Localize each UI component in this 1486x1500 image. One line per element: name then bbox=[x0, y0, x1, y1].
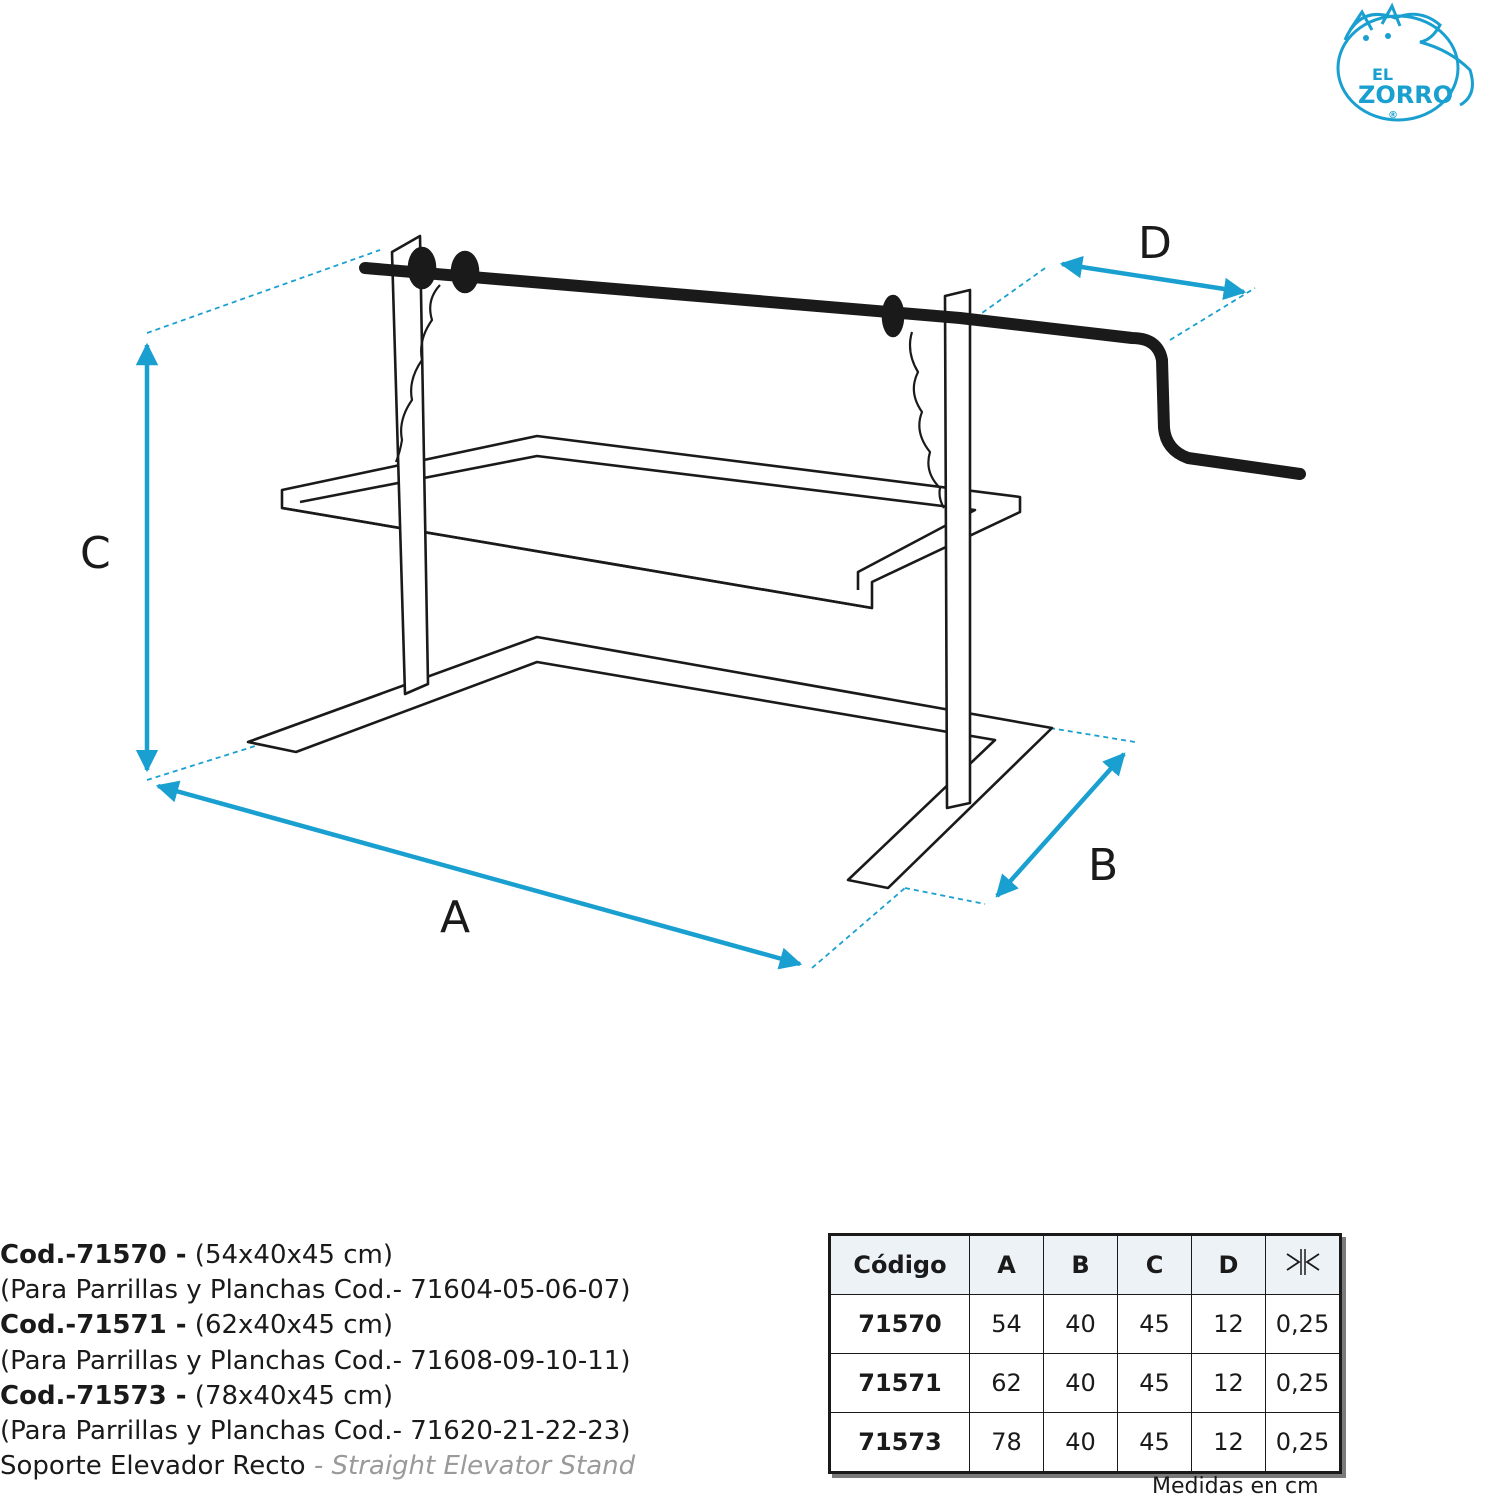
cell-a: 78 bbox=[969, 1412, 1044, 1473]
tray bbox=[280, 434, 1022, 610]
product-name-en: - Straight Elevator Stand bbox=[305, 1451, 636, 1482]
cell-thickness: 0,25 bbox=[1265, 1294, 1341, 1354]
cell-thickness: 0,25 bbox=[1265, 1353, 1341, 1413]
cell-a: 62 bbox=[969, 1353, 1044, 1413]
cell-a: 54 bbox=[969, 1294, 1044, 1354]
header-codigo: Código bbox=[829, 1234, 970, 1295]
product-name: Soporte Elevador Recto - Straight Elevat… bbox=[0, 1449, 720, 1484]
product-line-3: Cod.-71573 - (78x40x45 cm) bbox=[0, 1379, 720, 1414]
left-post bbox=[390, 234, 430, 696]
table-row: 71573 78 40 45 12 0,25 bbox=[829, 1412, 1341, 1473]
product-line-2: Cod.-71571 - (62x40x45 cm) bbox=[0, 1308, 720, 1343]
dim-label-b: B bbox=[1088, 840, 1118, 891]
product-size: (62x40x45 cm) bbox=[186, 1310, 393, 1341]
arrow-a bbox=[155, 780, 803, 970]
cell-code: 71570 bbox=[829, 1294, 970, 1354]
logo-zorro: ZORRO bbox=[1358, 81, 1453, 109]
dimensions-table: Código A B C D 71570 54 40 45 12 0,25 bbox=[828, 1233, 1342, 1474]
product-name-es: Soporte Elevador Recto bbox=[0, 1451, 306, 1482]
header-a: A bbox=[969, 1234, 1044, 1295]
stand-drawing bbox=[246, 234, 1306, 890]
units-note: Medidas en cm bbox=[1152, 1474, 1319, 1499]
cell-code: 71571 bbox=[829, 1353, 970, 1413]
cell-d: 12 bbox=[1191, 1412, 1266, 1473]
header-d: D bbox=[1191, 1234, 1266, 1295]
right-chain bbox=[908, 331, 945, 509]
right-post bbox=[943, 288, 972, 810]
cell-c: 45 bbox=[1117, 1412, 1192, 1473]
table-row: 71570 54 40 45 12 0,25 bbox=[829, 1294, 1341, 1354]
product-code: Cod.-71570 - bbox=[0, 1240, 187, 1270]
product-line-1: Cod.-71570 - (54x40x45 cm) bbox=[0, 1238, 720, 1273]
dim-label-c: C bbox=[80, 528, 111, 579]
crank-shaft bbox=[359, 262, 1306, 480]
logo-registered: ® bbox=[1388, 110, 1398, 121]
cell-d: 12 bbox=[1191, 1353, 1266, 1413]
product-use-2: (Para Parrillas y Planchas Cod.- 71608-0… bbox=[0, 1345, 631, 1376]
product-code: Cod.-71573 - bbox=[0, 1380, 187, 1411]
base-frame bbox=[246, 635, 1054, 890]
cell-c: 45 bbox=[1117, 1294, 1192, 1354]
logo-el: EL bbox=[1372, 65, 1393, 84]
cell-b: 40 bbox=[1043, 1412, 1118, 1473]
cell-d: 12 bbox=[1191, 1294, 1266, 1354]
product-description: Cod.-71570 - (54x40x45 cm) (Para Parrill… bbox=[0, 1238, 720, 1484]
stand-diagram: EL ZORRO ® C A B D bbox=[80, 2, 1474, 970]
left-chain bbox=[394, 284, 441, 463]
arrow-b bbox=[995, 752, 1126, 898]
header-c: C bbox=[1117, 1234, 1192, 1295]
el-zorro-logo: EL ZORRO ® bbox=[1336, 2, 1474, 122]
arrow-d bbox=[1059, 255, 1247, 301]
header-thickness bbox=[1265, 1234, 1341, 1295]
dim-label-a: A bbox=[440, 892, 470, 943]
thickness-icon bbox=[1286, 1249, 1319, 1275]
cell-code: 71573 bbox=[829, 1412, 970, 1473]
product-size: (54x40x45 cm) bbox=[186, 1240, 393, 1270]
product-use-3: (Para Parrillas y Planchas Cod.- 71620-2… bbox=[0, 1416, 631, 1447]
header-b: B bbox=[1043, 1234, 1118, 1295]
dimension-arrows bbox=[135, 255, 1247, 970]
cell-c: 45 bbox=[1117, 1353, 1192, 1413]
table-header-row: Código A B C D bbox=[829, 1234, 1341, 1295]
cell-b: 40 bbox=[1043, 1294, 1118, 1354]
product-size: (78x40x45 cm) bbox=[186, 1380, 393, 1411]
dim-label-d: D bbox=[1138, 218, 1172, 269]
product-use-1: (Para Parrillas y Planchas Cod.- 71604-0… bbox=[0, 1275, 631, 1306]
cell-thickness: 0,25 bbox=[1265, 1412, 1341, 1473]
cell-b: 40 bbox=[1043, 1353, 1118, 1413]
product-code: Cod.-71571 - bbox=[0, 1310, 187, 1341]
table-row: 71571 62 40 45 12 0,25 bbox=[829, 1353, 1341, 1413]
